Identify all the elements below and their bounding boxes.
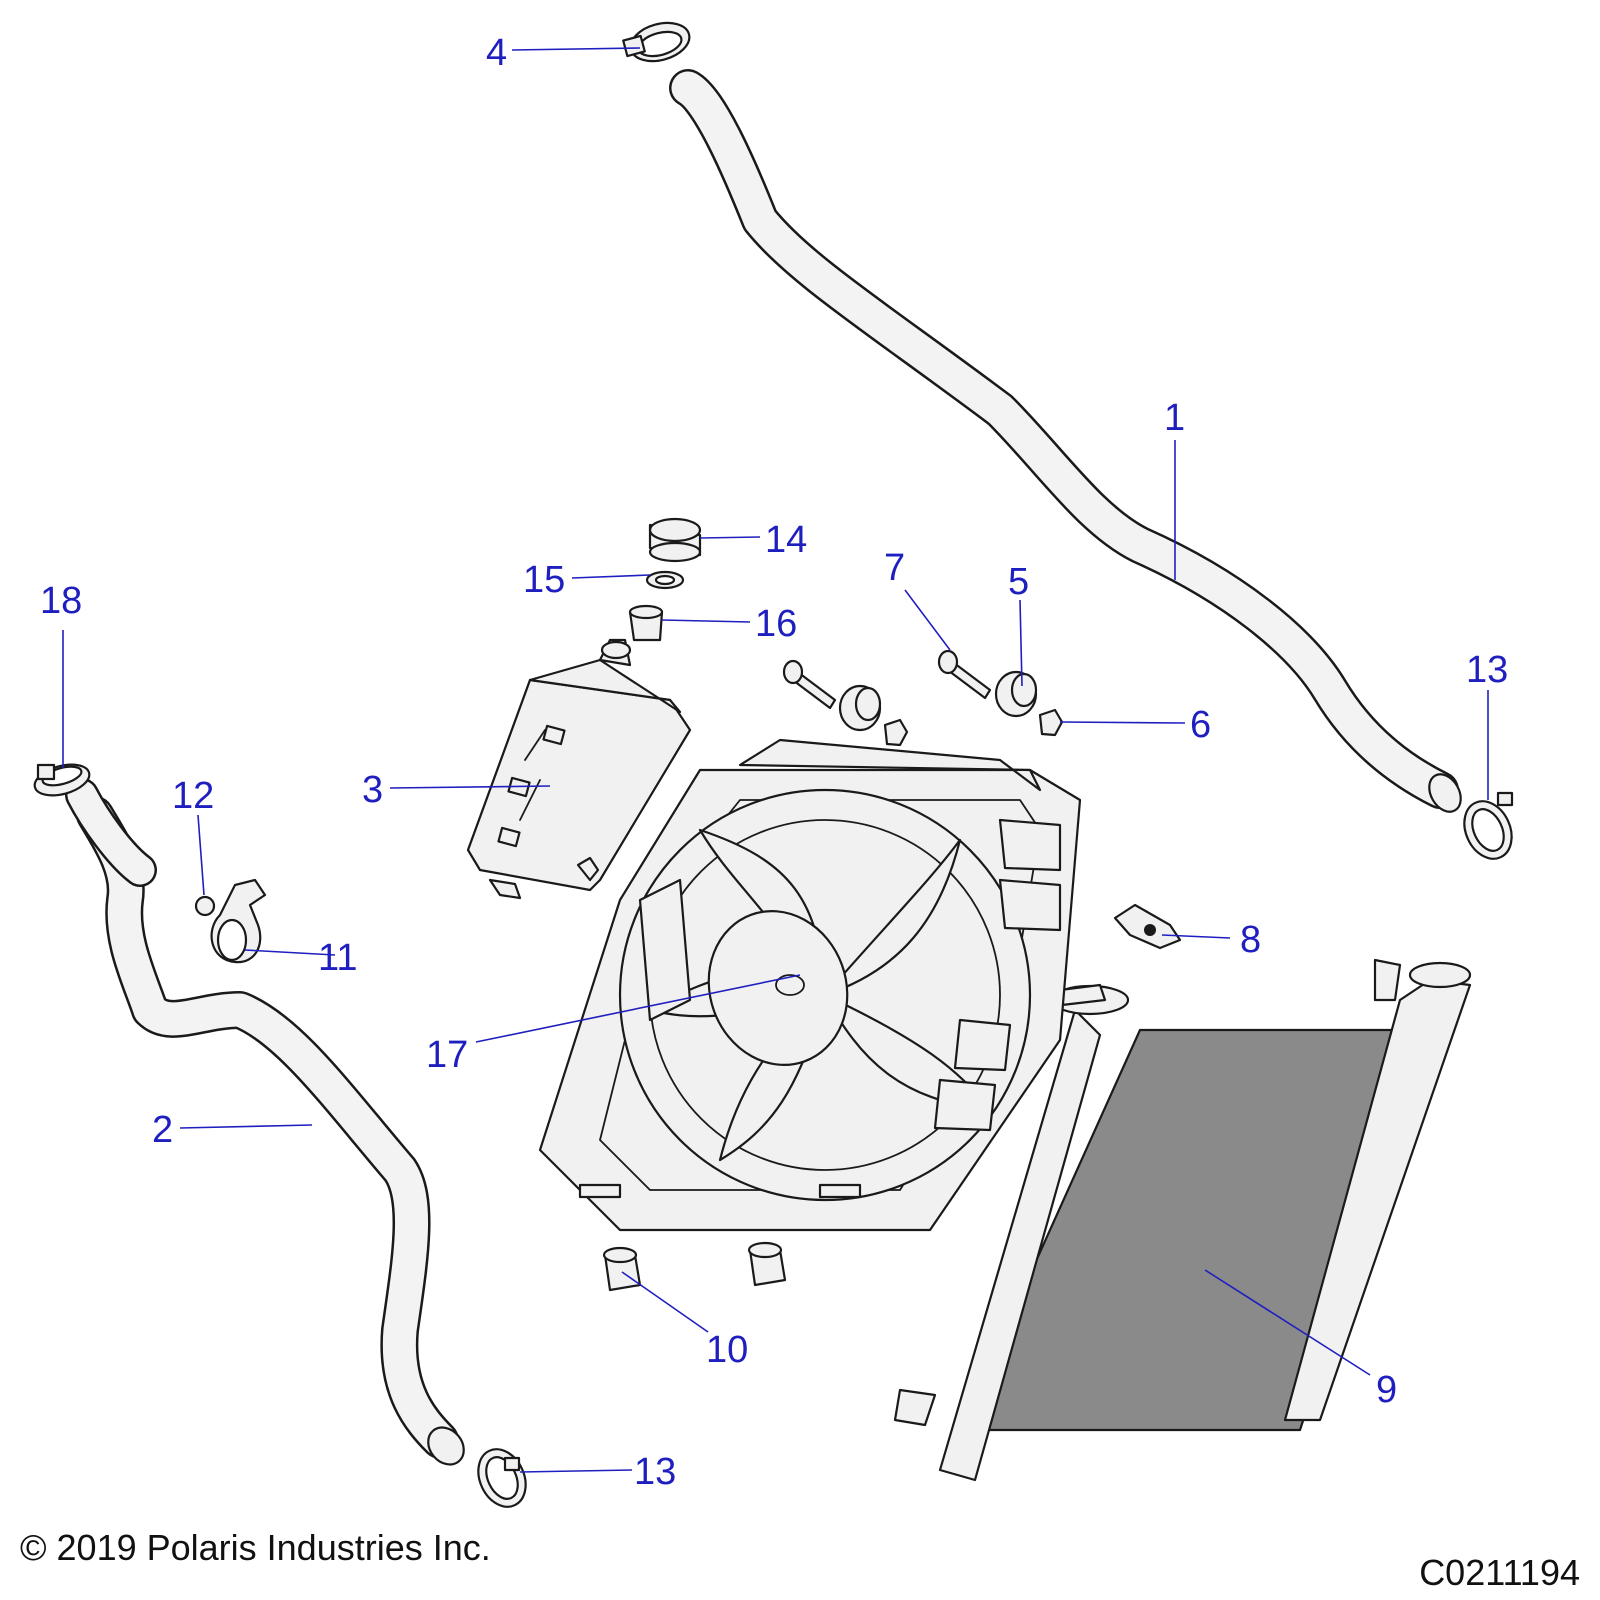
fan-shroud-assembly xyxy=(538,738,1082,1232)
leader-17 xyxy=(475,974,801,1043)
callout-labels: 1 2 3 4 5 6 7 8 9 10 11 12 13 14 15 16 1… xyxy=(40,32,1508,1493)
callout-7: 7 xyxy=(884,547,905,589)
hose-clamp-top xyxy=(622,21,691,63)
nut xyxy=(883,708,1064,747)
hose-clamp-left xyxy=(33,763,91,797)
copyright-notice: © 2019 Polaris Industries Inc. xyxy=(20,1527,491,1568)
hose-clamp xyxy=(477,791,1514,1508)
leader-13b xyxy=(519,1469,633,1473)
leader-2 xyxy=(179,1124,313,1129)
callout-13b: 13 xyxy=(634,1451,676,1493)
leader-9 xyxy=(1204,1269,1371,1376)
lower-coolant-hose xyxy=(65,778,465,1466)
callout-5: 5 xyxy=(1008,561,1029,603)
push-rivet xyxy=(194,895,216,917)
callout-10: 10 xyxy=(706,1329,748,1371)
grommet xyxy=(838,670,1038,732)
reservoir-cap xyxy=(648,517,702,563)
radiator xyxy=(893,958,1472,1482)
p-clamp xyxy=(210,878,267,964)
callout-8: 8 xyxy=(1240,919,1261,961)
leader-10 xyxy=(621,1271,709,1333)
rubber-mount xyxy=(602,1241,787,1292)
drawing-number: C0211194 xyxy=(1419,1552,1580,1593)
callout-11: 11 xyxy=(318,937,357,979)
upper-coolant-hose xyxy=(669,69,1462,813)
callout-13a: 13 xyxy=(1466,649,1508,691)
callout-2: 2 xyxy=(152,1109,173,1151)
callout-14: 14 xyxy=(765,519,807,561)
leader-6 xyxy=(1059,721,1186,724)
callout-3: 3 xyxy=(362,769,383,811)
leader-16 xyxy=(661,619,751,623)
leader-14 xyxy=(699,536,761,539)
leader-12 xyxy=(197,814,205,896)
leader-5 xyxy=(1019,599,1023,687)
callout-17: 17 xyxy=(426,1034,468,1076)
callout-1: 1 xyxy=(1164,397,1185,439)
leader-15 xyxy=(571,574,651,579)
callout-16: 16 xyxy=(755,603,797,645)
leader-4 xyxy=(511,47,641,51)
callout-15: 15 xyxy=(523,559,565,601)
bolt xyxy=(782,649,992,710)
callout-18: 18 xyxy=(40,580,82,622)
callout-9: 9 xyxy=(1376,1369,1397,1411)
filler-insert xyxy=(628,604,664,642)
coolant-reservoir xyxy=(466,638,692,900)
leader-7 xyxy=(904,589,951,651)
leader-11 xyxy=(244,949,336,956)
callout-6: 6 xyxy=(1190,704,1211,746)
leader-3 xyxy=(389,785,551,789)
callout-12: 12 xyxy=(172,775,214,817)
leader-8 xyxy=(1161,934,1231,939)
mount-bracket xyxy=(1113,903,1182,950)
callout-4: 4 xyxy=(486,32,507,74)
seal-washer xyxy=(645,570,685,590)
leader-lines xyxy=(62,47,1489,1473)
